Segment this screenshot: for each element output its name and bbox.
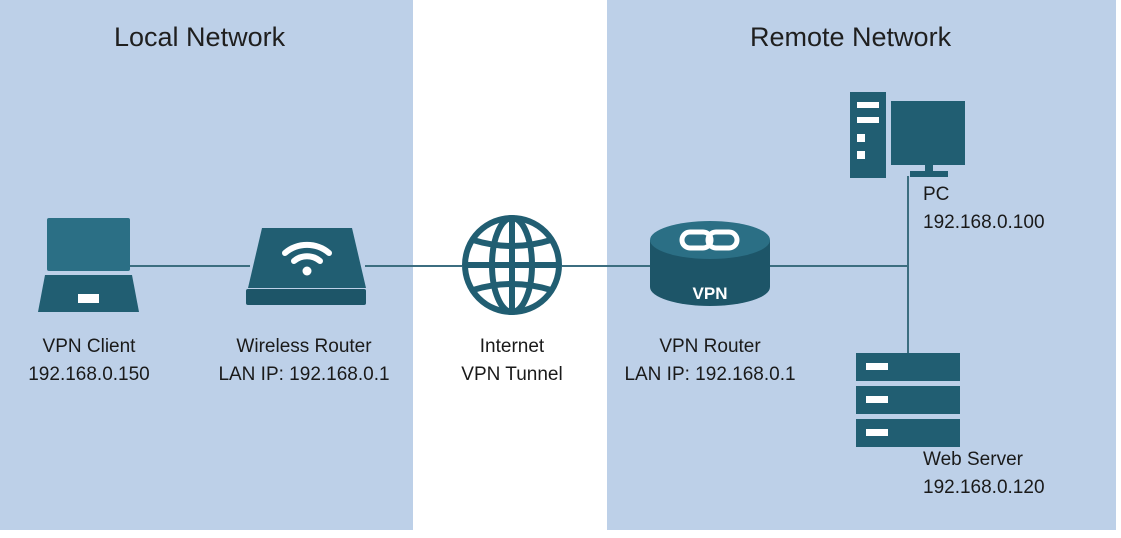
- wireless-router-name: Wireless Router: [236, 336, 372, 357]
- chain-link-icon: [679, 229, 740, 251]
- server-icon: [856, 353, 960, 447]
- vpn-client-ip: 192.168.0.150: [28, 364, 150, 385]
- pc-icon: [850, 92, 965, 178]
- connection-lines: [130, 176, 909, 355]
- wireless-router-icon: [246, 228, 366, 305]
- internet-name: Internet: [479, 336, 545, 357]
- web-server-name: Web Server: [923, 449, 1023, 470]
- wireless-router-label: Wireless Router LAN IP: 192.168.0.1: [218, 333, 389, 389]
- vpn-client-name: VPN Client: [42, 336, 136, 357]
- internet-label: Internet VPN Tunnel: [461, 333, 562, 389]
- remote-network-title: Remote Network: [750, 22, 952, 52]
- vpn-router-name: VPN Router: [659, 336, 761, 357]
- web-server-label: Web Server 192.168.0.120: [923, 446, 1045, 502]
- vpn-router-icon: VPN: [650, 221, 770, 306]
- pc-name: PC: [923, 184, 950, 205]
- vpn-badge: VPN: [693, 284, 728, 303]
- web-server-ip: 192.168.0.120: [923, 477, 1045, 498]
- laptop-icon: [38, 218, 139, 312]
- vpn-client-label: VPN Client 192.168.0.150: [28, 333, 150, 389]
- globe-icon: [462, 215, 562, 315]
- internet-sub: VPN Tunnel: [461, 364, 563, 385]
- pc-label: PC 192.168.0.100: [923, 181, 1045, 237]
- pc-ip: 192.168.0.100: [923, 212, 1045, 233]
- vpn-router-label: VPN Router LAN IP: 192.168.0.1: [624, 333, 795, 389]
- local-network-title: Local Network: [114, 22, 286, 52]
- vpn-router-ip: LAN IP: 192.168.0.1: [624, 364, 796, 385]
- wireless-router-ip: LAN IP: 192.168.0.1: [218, 364, 390, 385]
